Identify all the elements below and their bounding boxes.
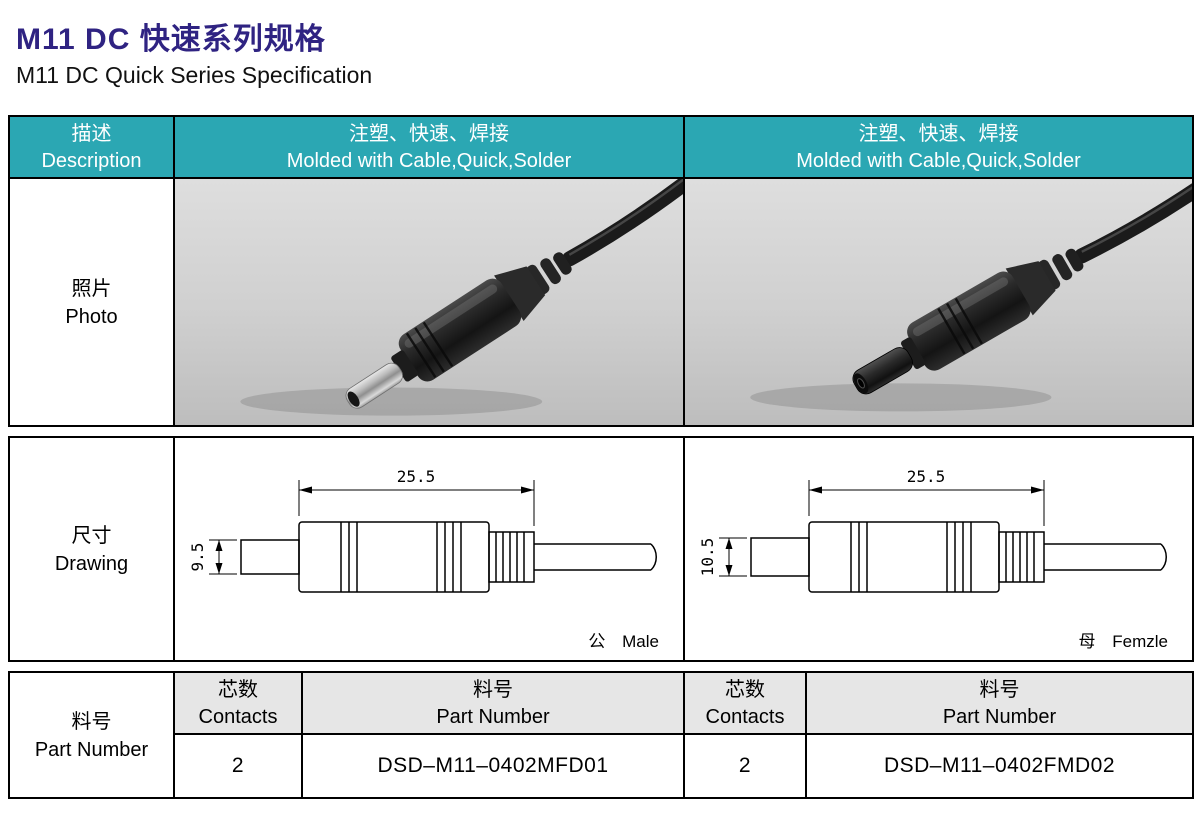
- male-contacts-value: 2: [173, 733, 303, 799]
- male-caption-en: Male: [622, 632, 659, 651]
- part-number-label-zh: 料号: [71, 711, 112, 733]
- description-label-en: Description: [41, 150, 142, 172]
- male-caption: 公 Male: [588, 627, 659, 652]
- female-contacts-header-cell: 芯数 Contacts: [683, 671, 807, 735]
- female-diameter-dimension: 10.5: [699, 538, 717, 577]
- drawing-label-zh: 尺寸: [71, 525, 112, 547]
- male-dimension-drawing: 25.5 9.5: [189, 467, 657, 593]
- description-label-cell: 描述 Description: [8, 115, 175, 179]
- male-part-number-value: DSD–M11–0402MFD01: [301, 733, 685, 799]
- part-number-table: 料号 Part Number 芯数 Contacts 料号 Part Numbe…: [8, 671, 1194, 799]
- spec-document: M11 DC 快速系列规格 M11 DC Quick Series Specif…: [8, 23, 1194, 799]
- drawing-label-cell: 尺寸 Drawing: [8, 436, 175, 662]
- female-contacts-value: 2: [683, 733, 807, 799]
- male-contacts-header-zh: 芯数: [218, 679, 258, 701]
- male-diameter-dimension: 9.5: [189, 543, 207, 572]
- male-pn-header-zh: 料号: [473, 679, 513, 701]
- female-drawing-cell: 25.5 10.5 母 Femzle: [683, 436, 1194, 662]
- part-number-label-en: Part Number: [34, 739, 149, 761]
- female-pn-header-en: Part Number: [942, 706, 1057, 728]
- female-caption-en: Femzle: [1112, 632, 1168, 651]
- male-pn-header-en: Part Number: [436, 706, 550, 728]
- female-caption-zh: 母: [1078, 632, 1096, 651]
- photo-label-cell: 照片 Photo: [8, 177, 175, 427]
- female-caption: 母 Femzle: [1079, 627, 1168, 652]
- male-connector-photo: [240, 179, 683, 416]
- male-description-zh: 注塑、快速、焊接: [349, 123, 509, 145]
- female-length-dimension: 25.5: [906, 467, 945, 486]
- female-photo-cell: [683, 177, 1194, 427]
- male-drawing-cell: 25.5 9.5 公 Male: [173, 436, 685, 662]
- male-description-en: Molded with Cable,Quick,Solder: [286, 150, 572, 172]
- male-caption-zh: 公: [588, 632, 606, 651]
- female-description-cell: 注塑、快速、焊接 Molded with Cable,Quick,Solder: [683, 115, 1194, 179]
- drawing-spec-table: 尺寸 Drawing: [8, 436, 1194, 662]
- male-photo-cell: [173, 177, 685, 427]
- female-pn-header-cell: 料号 Part Number: [805, 671, 1194, 735]
- male-contacts-header-en: Contacts: [198, 706, 278, 728]
- female-connector-photo: [750, 179, 1192, 412]
- female-description-en: Molded with Cable,Quick,Solder: [796, 150, 1081, 172]
- page-title-en: M11 DC Quick Series Specification: [16, 62, 373, 88]
- page-title-zh: M11 DC 快速系列规格: [16, 23, 326, 56]
- female-contacts-header-zh: 芯数: [725, 679, 765, 701]
- male-length-dimension: 25.5: [397, 467, 436, 486]
- description-label-zh: 描述: [71, 123, 112, 145]
- male-description-cell: 注塑、快速、焊接 Molded with Cable,Quick,Solder: [173, 115, 685, 179]
- part-number-label-cell: 料号 Part Number: [8, 671, 175, 799]
- photo-label-zh: 照片: [71, 278, 112, 300]
- drawing-label-en: Drawing: [54, 553, 129, 575]
- male-pn-header-cell: 料号 Part Number: [301, 671, 685, 735]
- photo-label-en: Photo: [65, 306, 118, 328]
- female-pn-header-zh: 料号: [979, 679, 1020, 701]
- female-dimension-drawing: 25.5 10.5: [699, 467, 1167, 593]
- photo-spec-table: 描述 Description 注塑、快速、焊接 Molded with Cabl…: [8, 115, 1194, 427]
- female-description-zh: 注塑、快速、焊接: [858, 123, 1019, 145]
- female-part-number-value: DSD–M11–0402FMD02: [805, 733, 1194, 799]
- female-contacts-header-en: Contacts: [705, 706, 785, 728]
- male-contacts-header-cell: 芯数 Contacts: [173, 671, 303, 735]
